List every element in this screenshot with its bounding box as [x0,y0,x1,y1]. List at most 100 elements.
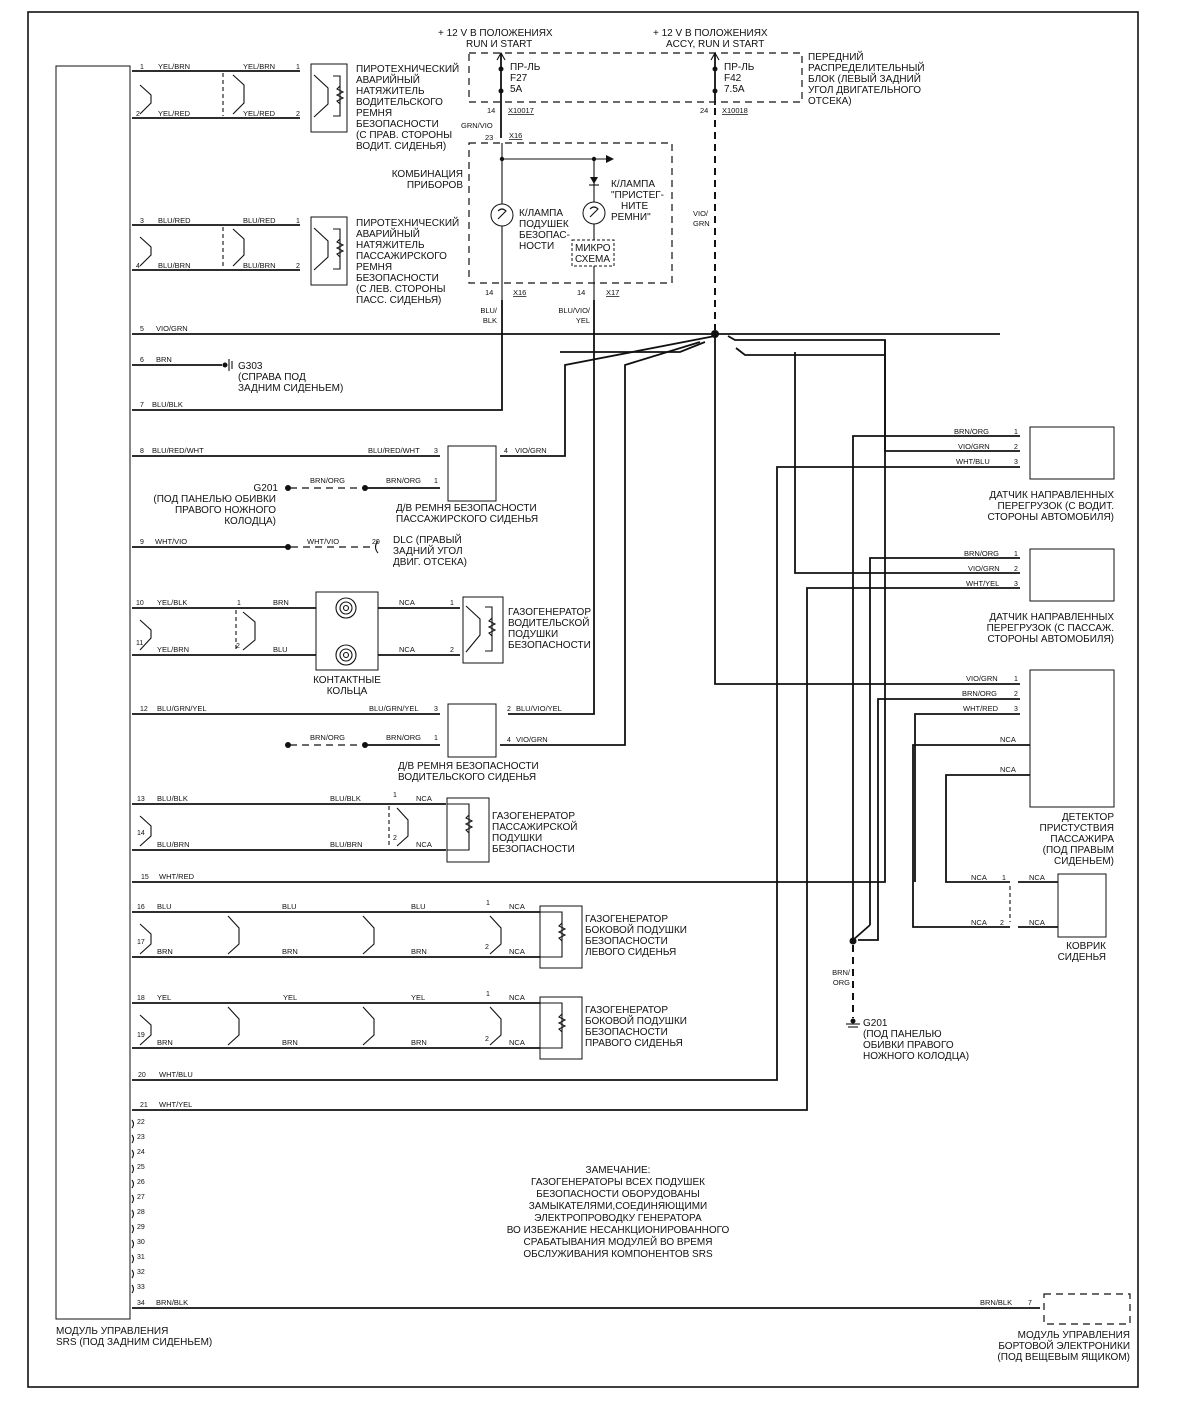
pin-24-x10018: 24 [700,106,708,115]
driver-airbag-label: БЕЗОПАСНОСТИ [508,640,591,651]
wire-label: BLU/BRN [157,840,190,849]
wire-label: BRN [156,355,172,364]
pretensioner-driver: 1 YEL/BRN YEL/BRN 1 2 YEL/RED YEL/RED 2 … [132,62,459,152]
side-left-label: ГАЗОГЕНЕРАТОР [585,914,668,925]
ground-g201-label: G201 [863,1018,888,1029]
power-left-line1: + 12 V В ПОЛОЖЕНИЯХ [438,28,553,39]
wire-label: BLU/BRN [243,261,276,270]
seat-mat-label: СИДЕНЬЯ [1058,952,1106,963]
wire-label: NCA [1000,735,1016,744]
connector-icon [374,540,379,554]
bcm-label: БОРТОВОЙ ЭЛЕКТРОНИКИ [998,1339,1130,1352]
block-label-5: ОТСЕКА) [808,96,852,107]
connector-stub-icon [131,1239,135,1249]
wire-splice-branch [560,341,706,353]
side-airbag-left: 16 BLU BLU BLU 1 NCA 17 BRN BRN BRN 2 NC… [132,900,687,969]
wire-label: BLU/GRN/YEL [369,704,419,713]
pin-label: 1 [1014,676,1018,683]
pin-label: 7 [140,402,144,409]
driver-inflator-box [462,596,504,664]
label-line: ПИРОТЕХНИЧЕСКИЙ [356,62,459,75]
shorting-bar-icon [227,915,240,955]
connector-stub-icon [131,1209,135,1219]
pin-label: 17 [137,939,145,946]
power-right-line2: ACCY, RUN И START [666,39,764,50]
wire-label: YEL/BRN [157,645,189,654]
wire-label: BLU [282,902,297,911]
shorting-bar-icon [396,807,409,847]
pin-label: 6 [140,357,144,364]
pin-label: 1 [296,218,300,225]
wire-label: VIO/GRN [515,446,547,455]
wire-label: ORG [833,978,850,987]
unused-pin-label: 30 [137,1239,145,1246]
detector-label: (ПОД ПРАВЫМ [1043,845,1114,856]
pin-label: 20 [372,539,380,546]
splice-dot [499,156,505,162]
wire-vio-grn-sensor2 [794,352,1020,574]
shorting-bar-icon [362,1006,375,1046]
fuse-f27-dot2 [498,88,504,94]
wire-vio-grn-detector [714,334,1020,685]
unused-pin-label: 33 [137,1284,145,1291]
resistor-icon [557,1013,567,1033]
shorting-bar-icon [227,1006,240,1046]
pin-label: 2 [450,647,454,654]
wire-label: NCA [509,902,525,911]
unused-pin-label: 22 [137,1119,145,1126]
pin-label: 1 [237,600,241,607]
note-line: СРАБАТЫВАНИЯ МОДУЛЕЙ ВО ВРЕМЯ [524,1235,713,1248]
pin-label: 2 [136,111,140,118]
wire-label: BLU/BLK [330,794,361,803]
pin-label: 11 [136,640,143,647]
connector-stub-icon [131,1284,135,1294]
lamp2-label-1: К/ЛАМПА [611,179,655,190]
pin-label: 12 [140,706,148,713]
wire-label: VIO/GRN [516,735,548,744]
passenger-airbag-label: ПОДУШКИ [492,833,542,844]
pin-label: 2 [236,643,240,650]
pin-label: 16 [137,904,145,911]
pin-label: 1 [140,64,144,71]
seat-mat-box [1057,873,1107,938]
wire-label: BRN/BLK [980,1298,1012,1307]
crash-sensor-driver: BRN/ORG 1 VIO/GRN 2 WHT/BLU 3 ДАТЧИК НАП… [954,426,1115,523]
lamp2-label-4: РЕМНИ" [611,212,651,223]
fuse-f42-rating: 7.5A [724,84,745,95]
resistor-icon [487,617,497,637]
pin-label: 18 [137,995,145,1002]
connector-stub-icon [131,1164,135,1174]
pin-label: 1 [486,991,490,998]
label-line: НАТЯЖИТЕЛЬ [356,240,425,251]
clockspring-box [315,591,379,671]
buckle-passenger-label: ПАССАЖИРСКОГО СИДЕНЬЯ [396,514,538,525]
pin-label: 1 [393,792,397,799]
wire-label: YEL/BRN [158,62,190,71]
passenger-buckle-switch: 8 BLU/RED/WHT BLU/RED/WHT 3 4 VIO/GRN BR… [132,335,716,527]
side-left-label: БЕЗОПАСНОСТИ [585,936,668,947]
side-right-label: БЕЗОПАСНОСТИ [585,1027,668,1038]
wire-label: BRN/ORG [954,427,989,436]
note-line: ВО ИЗБЕЖАНИЕ НЕСАНКЦИОНИРОВАННОГО [507,1225,730,1236]
wire-brn-org-detector [858,698,1020,941]
cluster-out2-wire-2: YEL [576,316,590,325]
dlc-label: ЗАДНИЙ УГОЛ [393,544,463,557]
clockspring-label: КОНТАКТНЫЕ [313,675,381,686]
wire-vio-grn-label-2: GRN [693,219,710,228]
shorting-bar-icon [139,815,152,847]
wire-brn-org-sensor2 [869,557,1020,925]
wire-label: BRN/ORG [962,689,997,698]
lamp1-label-4: НОСТИ [519,241,554,252]
ground-icon [222,359,233,371]
ground-g201-location: КОЛОДЦА) [224,516,276,527]
ground-g201-location: (ПОД ПАНЕЛЬЮ ОБИВКИ [153,494,276,505]
sensor-passenger-label: СТОРОНЫ АВТОМОБИЛЯ) [988,634,1115,645]
cluster-in-connector: X16 [509,131,522,140]
passenger-airbag-label: ГАЗОГЕНЕРАТОР [492,811,575,822]
wire-vio-grn-driver-buckle [500,341,701,746]
side-right-label: БОКОВОЙ ПОДУШКИ [585,1014,687,1027]
arrow-up-icon [496,51,506,61]
pin-label: 2 [296,263,300,270]
wire-label: NCA [509,993,525,1002]
